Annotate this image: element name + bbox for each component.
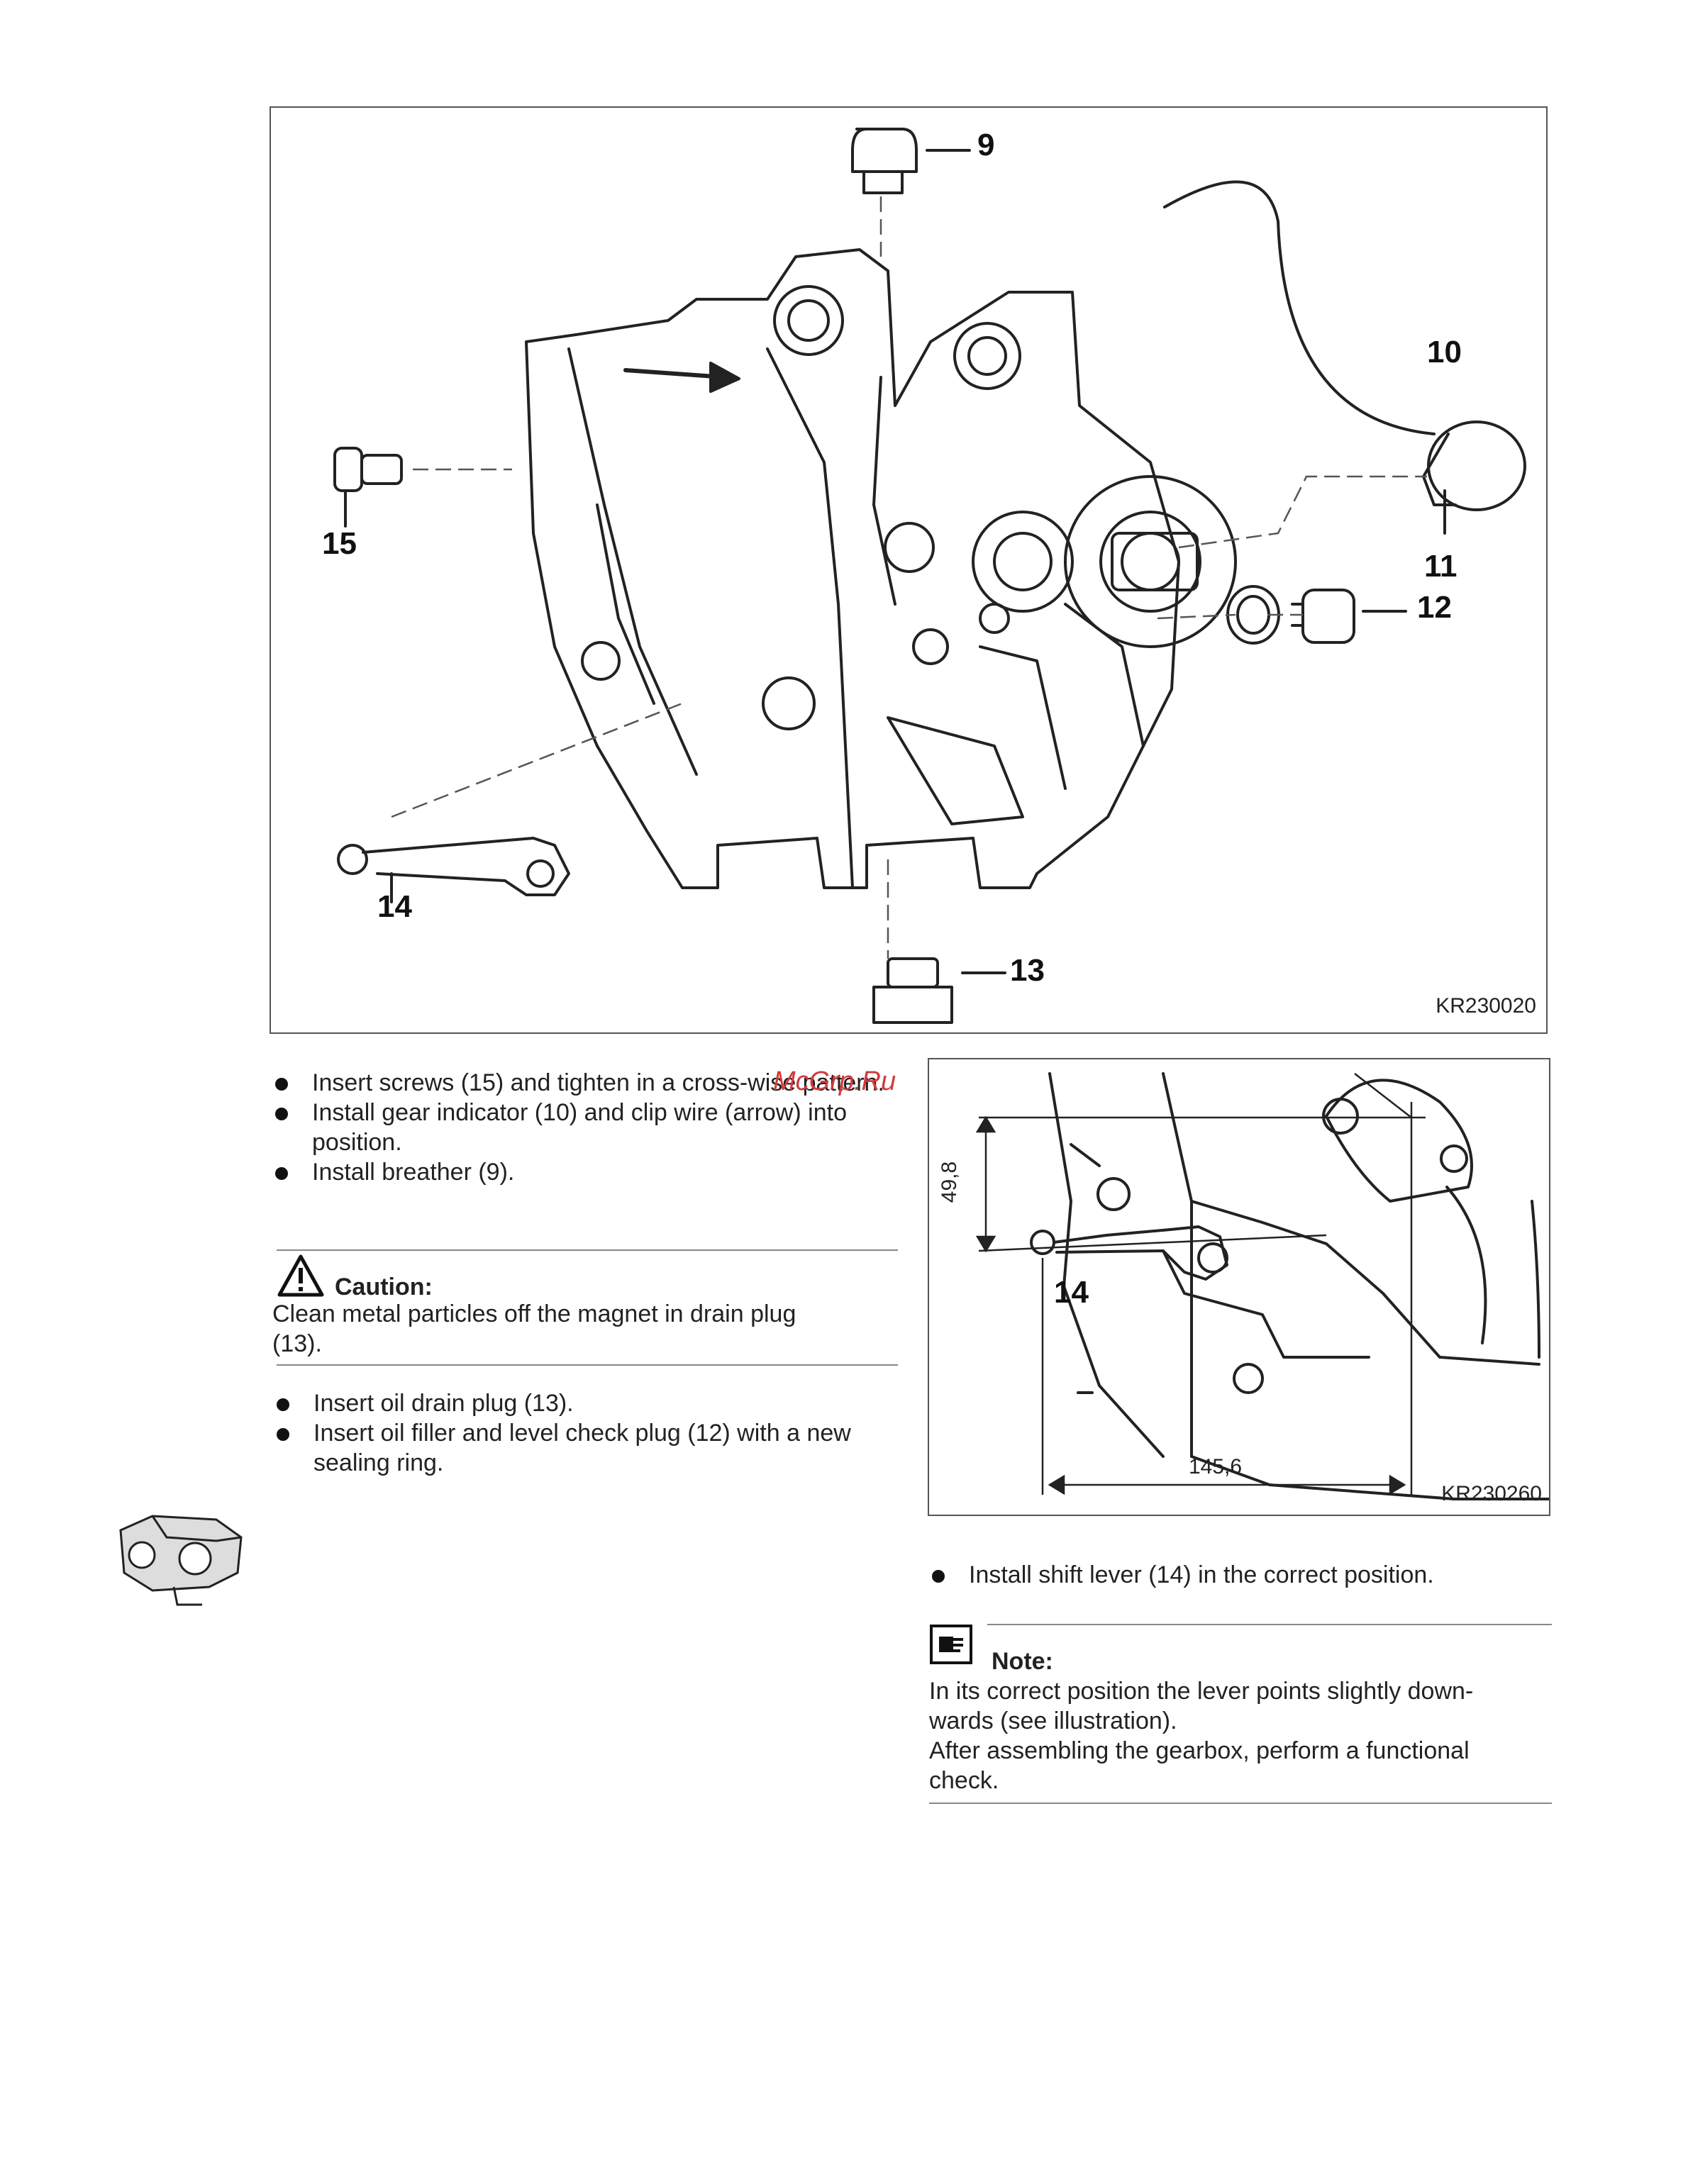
callout-10: 10 bbox=[1427, 335, 1462, 369]
detail-figure-code: KR230260 bbox=[1441, 1482, 1542, 1505]
note-line-4: check. bbox=[929, 1767, 999, 1794]
callout-15: 15 bbox=[322, 526, 357, 561]
callout-12: 12 bbox=[1417, 590, 1452, 625]
divider bbox=[277, 1364, 898, 1366]
gearbox-thumbnail-icon bbox=[119, 1515, 243, 1606]
divider bbox=[987, 1624, 1552, 1625]
detail-figure-frame: 49,8 14 145,6 KR230260 bbox=[928, 1058, 1550, 1516]
list-item: Install breather (9). bbox=[270, 1157, 887, 1187]
gearbox-exploded-drawing bbox=[333, 128, 1526, 1024]
list-item: Install shift lever (14) in the correct … bbox=[926, 1560, 1550, 1590]
callout-11: 11 bbox=[1424, 549, 1457, 584]
instructions-list-a: Insert screws (15) and tighten in a cros… bbox=[270, 1068, 887, 1187]
callout-13: 13 bbox=[1010, 953, 1045, 988]
instructions-list-c: Install shift lever (14) in the correct … bbox=[926, 1560, 1550, 1590]
note-line-2: wards (see illustration). bbox=[929, 1707, 1177, 1734]
list-item: Insert screws (15) and tighten in a cros… bbox=[270, 1068, 887, 1098]
list-item: Install gear indicator (10) and clip wir… bbox=[270, 1098, 887, 1157]
dimension-horizontal: 145,6 bbox=[1189, 1455, 1243, 1478]
callout-14: 14 bbox=[377, 889, 412, 924]
instructions-list-b: Insert oil drain plug (13). Insert oil f… bbox=[271, 1388, 888, 1478]
divider bbox=[277, 1249, 898, 1251]
caution-text: Clean metal particles off the magnet in … bbox=[272, 1300, 796, 1357]
list-item: Insert oil drain plug (13). bbox=[271, 1388, 888, 1418]
divider bbox=[929, 1803, 1552, 1804]
caution-label: Caution: bbox=[335, 1274, 433, 1300]
note-icon bbox=[930, 1625, 972, 1664]
figure-code: KR230020 bbox=[1436, 994, 1536, 1018]
main-figure-frame: 9 10 11 12 13 14 15 KR230020 bbox=[270, 106, 1548, 1034]
list-item: Insert oil filler and level check plug (… bbox=[271, 1418, 888, 1478]
shift-lever-detail-drawing bbox=[975, 1072, 1549, 1500]
watermark: McGrp.Ru bbox=[773, 1066, 896, 1096]
warning-icon bbox=[277, 1254, 324, 1297]
dimension-vertical: 49,8 bbox=[938, 1161, 962, 1203]
note-label: Note: bbox=[992, 1648, 1053, 1675]
callout-9: 9 bbox=[977, 128, 995, 162]
note-line-1: In its correct position the lever points… bbox=[929, 1678, 1474, 1705]
callout-14-detail: 14 bbox=[1054, 1275, 1089, 1310]
note-line-3: After assembling the gearbox, perform a … bbox=[929, 1737, 1470, 1764]
